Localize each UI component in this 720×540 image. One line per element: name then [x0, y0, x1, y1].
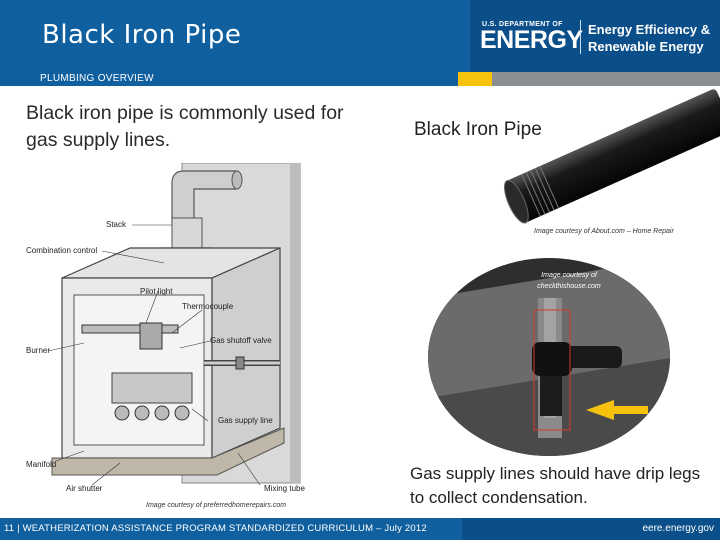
drip-leg-text: Gas supply lines should have drip legs t…	[410, 464, 701, 507]
label-air-shutter: Air shutter	[66, 484, 103, 493]
section-bar: PLUMBING OVERVIEW	[0, 72, 720, 86]
logo-ee-line2: Renewable Energy	[588, 39, 704, 54]
label-combination-control: Combination control	[26, 246, 97, 255]
label-manifold: Manifold	[26, 460, 56, 469]
furnace-credit: Image courtesy of preferredhomerepairs.c…	[146, 502, 287, 509]
doe-eere-logo: U.S. DEPARTMENT OF ENERGY Energy Efficie…	[480, 18, 712, 58]
drip-credit-line1: Image courtesy of	[541, 272, 597, 279]
logo-divider	[580, 20, 581, 54]
section-label: PLUMBING OVERVIEW	[40, 73, 154, 84]
label-gas-shutoff-valve: Gas shutoff valve	[210, 336, 272, 345]
pipe-label: Black Iron Pipe	[414, 119, 542, 140]
black-iron-pipe-photo	[503, 89, 720, 224]
logo-ee-line1: Energy Efficiency &	[588, 22, 711, 37]
footer-left-panel	[0, 518, 462, 540]
pipe-credit: Image courtesy of About.com – Home Repai…	[534, 228, 674, 235]
section-bar-yellow	[458, 72, 492, 86]
logo-doe-text: U.S. DEPARTMENT OF	[482, 21, 563, 28]
label-stack: Stack	[106, 220, 127, 229]
drip-credit-line2: checkthishouse.com	[537, 283, 601, 290]
section-bar-gray	[492, 72, 720, 86]
label-pilot-light: Pilot light	[140, 287, 173, 296]
label-mixing-tube: Mixing tube	[264, 484, 305, 493]
furnace-illustration: Stack Combination control Pilot light Th…	[26, 163, 305, 493]
footer-bar: 11 | WEATHERIZATION ASSISTANCE PROGRAM S…	[0, 518, 720, 540]
main-text: Black iron pipe is commonly used for gas…	[26, 102, 344, 151]
logo-energy-text: ENERGY	[480, 26, 583, 54]
slide-title: Black Iron Pipe	[42, 20, 242, 50]
section-bar-blue	[0, 72, 458, 86]
header-bar: Black Iron Pipe U.S. DEPARTMENT OF ENERG…	[0, 0, 720, 72]
header-title-panel	[0, 0, 470, 72]
footer-text: 11 | WEATHERIZATION ASSISTANCE PROGRAM S…	[4, 523, 427, 534]
drip-leg-photo	[428, 258, 670, 456]
drip-credit: Image courtesy of checkthishouse.com	[514, 270, 624, 292]
label-thermocouple: Thermocouple	[182, 302, 234, 311]
footer-url[interactable]: eere.energy.gov	[642, 523, 714, 534]
label-burner: Burner	[26, 346, 50, 355]
drip-leg-photo-art	[428, 258, 670, 456]
label-gas-supply-line: Gas supply line	[218, 416, 273, 425]
